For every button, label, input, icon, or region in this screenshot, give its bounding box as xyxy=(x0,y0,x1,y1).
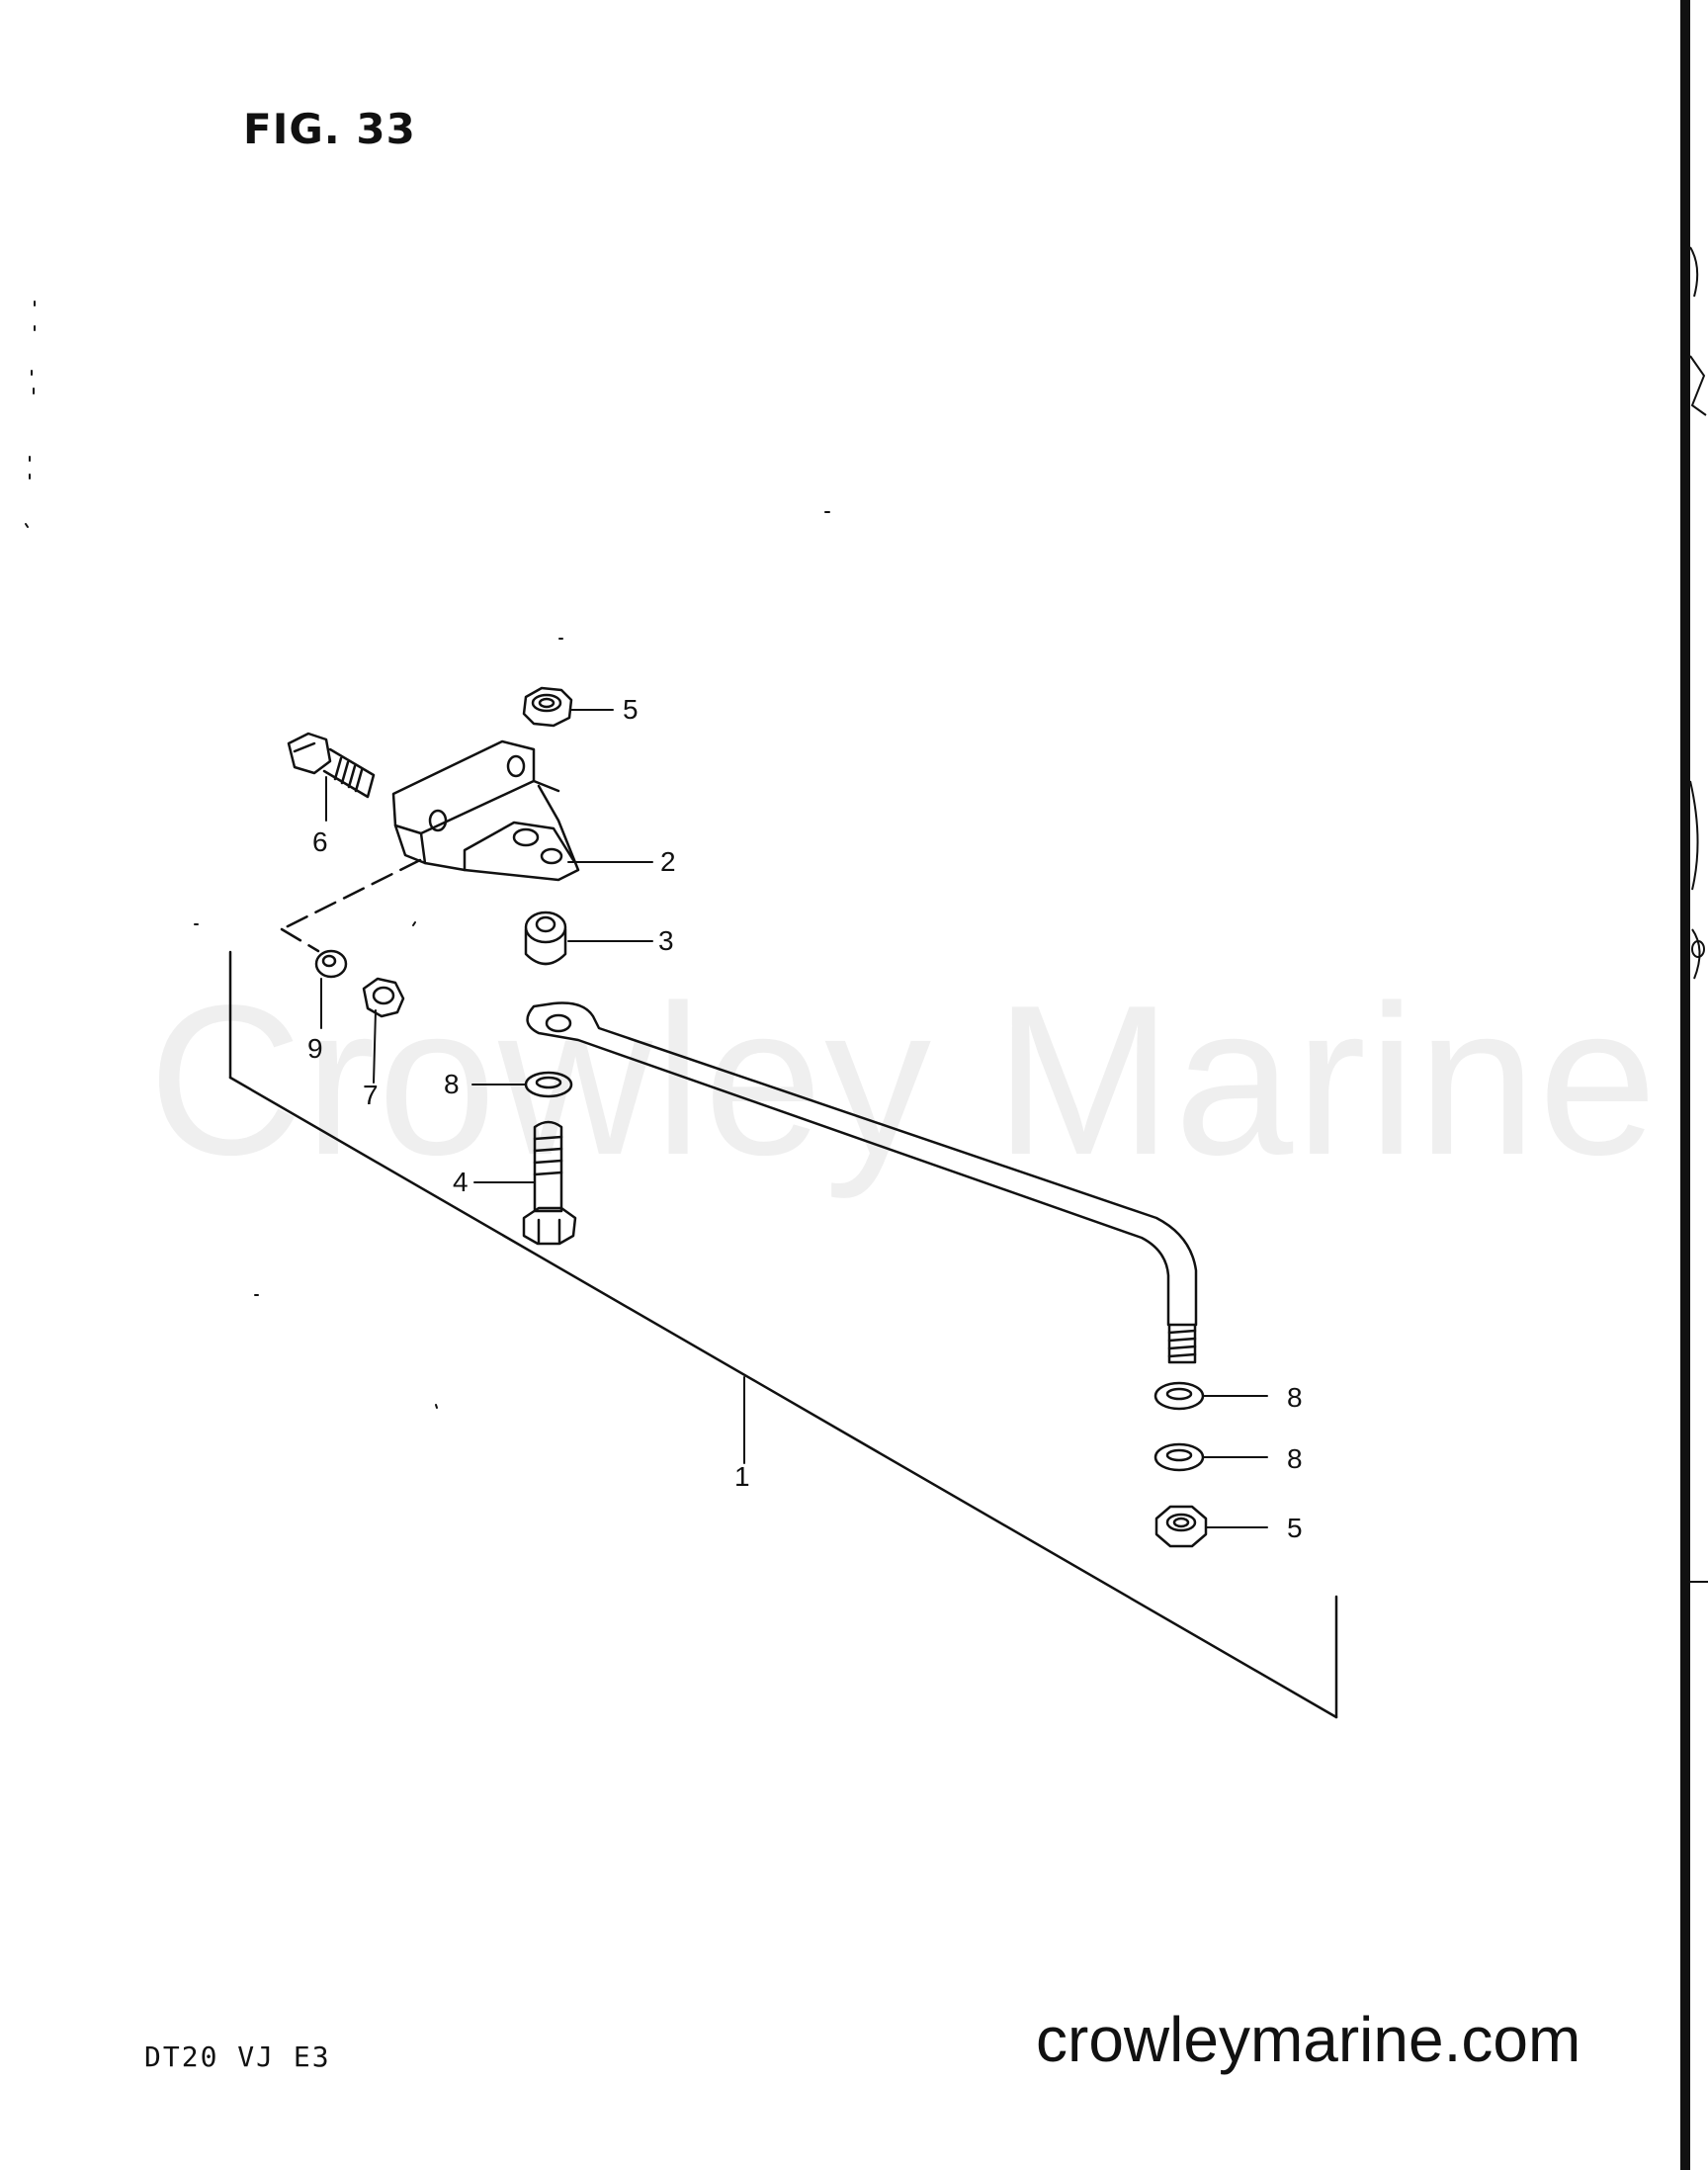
callout-1: 1 xyxy=(734,1461,750,1492)
rod-1-drawing xyxy=(526,1001,1198,1364)
callout-9: 9 xyxy=(307,1033,323,1064)
washer-8-lower-a-drawing xyxy=(1153,1381,1205,1411)
watermark-text: Crowley Marine xyxy=(148,960,1660,1199)
page-edge-scan-artifact xyxy=(1680,0,1708,2170)
assembly-outline xyxy=(228,950,1338,1719)
print-specks xyxy=(25,301,830,1409)
washer-8-lower-b-drawing xyxy=(1153,1442,1205,1472)
callout-2: 2 xyxy=(660,846,676,877)
callout-8-middle: 8 xyxy=(444,1069,460,1099)
nut-7-drawing xyxy=(362,977,405,1018)
leader-lines xyxy=(320,709,1268,1528)
bushing-3-drawing xyxy=(524,911,567,966)
model-code: DT20 VJ E3 xyxy=(144,2040,331,2073)
callout-8-lower-b: 8 xyxy=(1287,1443,1303,1474)
nut-5-top-drawing xyxy=(522,686,573,728)
bracket-2-drawing xyxy=(391,739,580,882)
website-link[interactable]: crowleymarine.com xyxy=(1036,2004,1581,2075)
washer-8-middle-drawing xyxy=(524,1071,573,1098)
callout-6: 6 xyxy=(312,826,328,857)
bolt-4-drawing xyxy=(522,1120,577,1246)
washer-9-drawing xyxy=(314,949,348,979)
callout-5-bottom: 5 xyxy=(1287,1513,1303,1543)
callout-4: 4 xyxy=(453,1167,469,1197)
callout-5-top: 5 xyxy=(623,694,639,725)
figure-title: FIG. 33 xyxy=(243,105,416,153)
callout-3: 3 xyxy=(658,925,674,956)
callout-8-lower-a: 8 xyxy=(1287,1382,1303,1413)
nut-5-bottom-drawing xyxy=(1154,1505,1208,1548)
alignment-dashed-line xyxy=(280,858,422,953)
callout-7: 7 xyxy=(363,1080,379,1110)
bolt-6-drawing xyxy=(287,732,376,799)
